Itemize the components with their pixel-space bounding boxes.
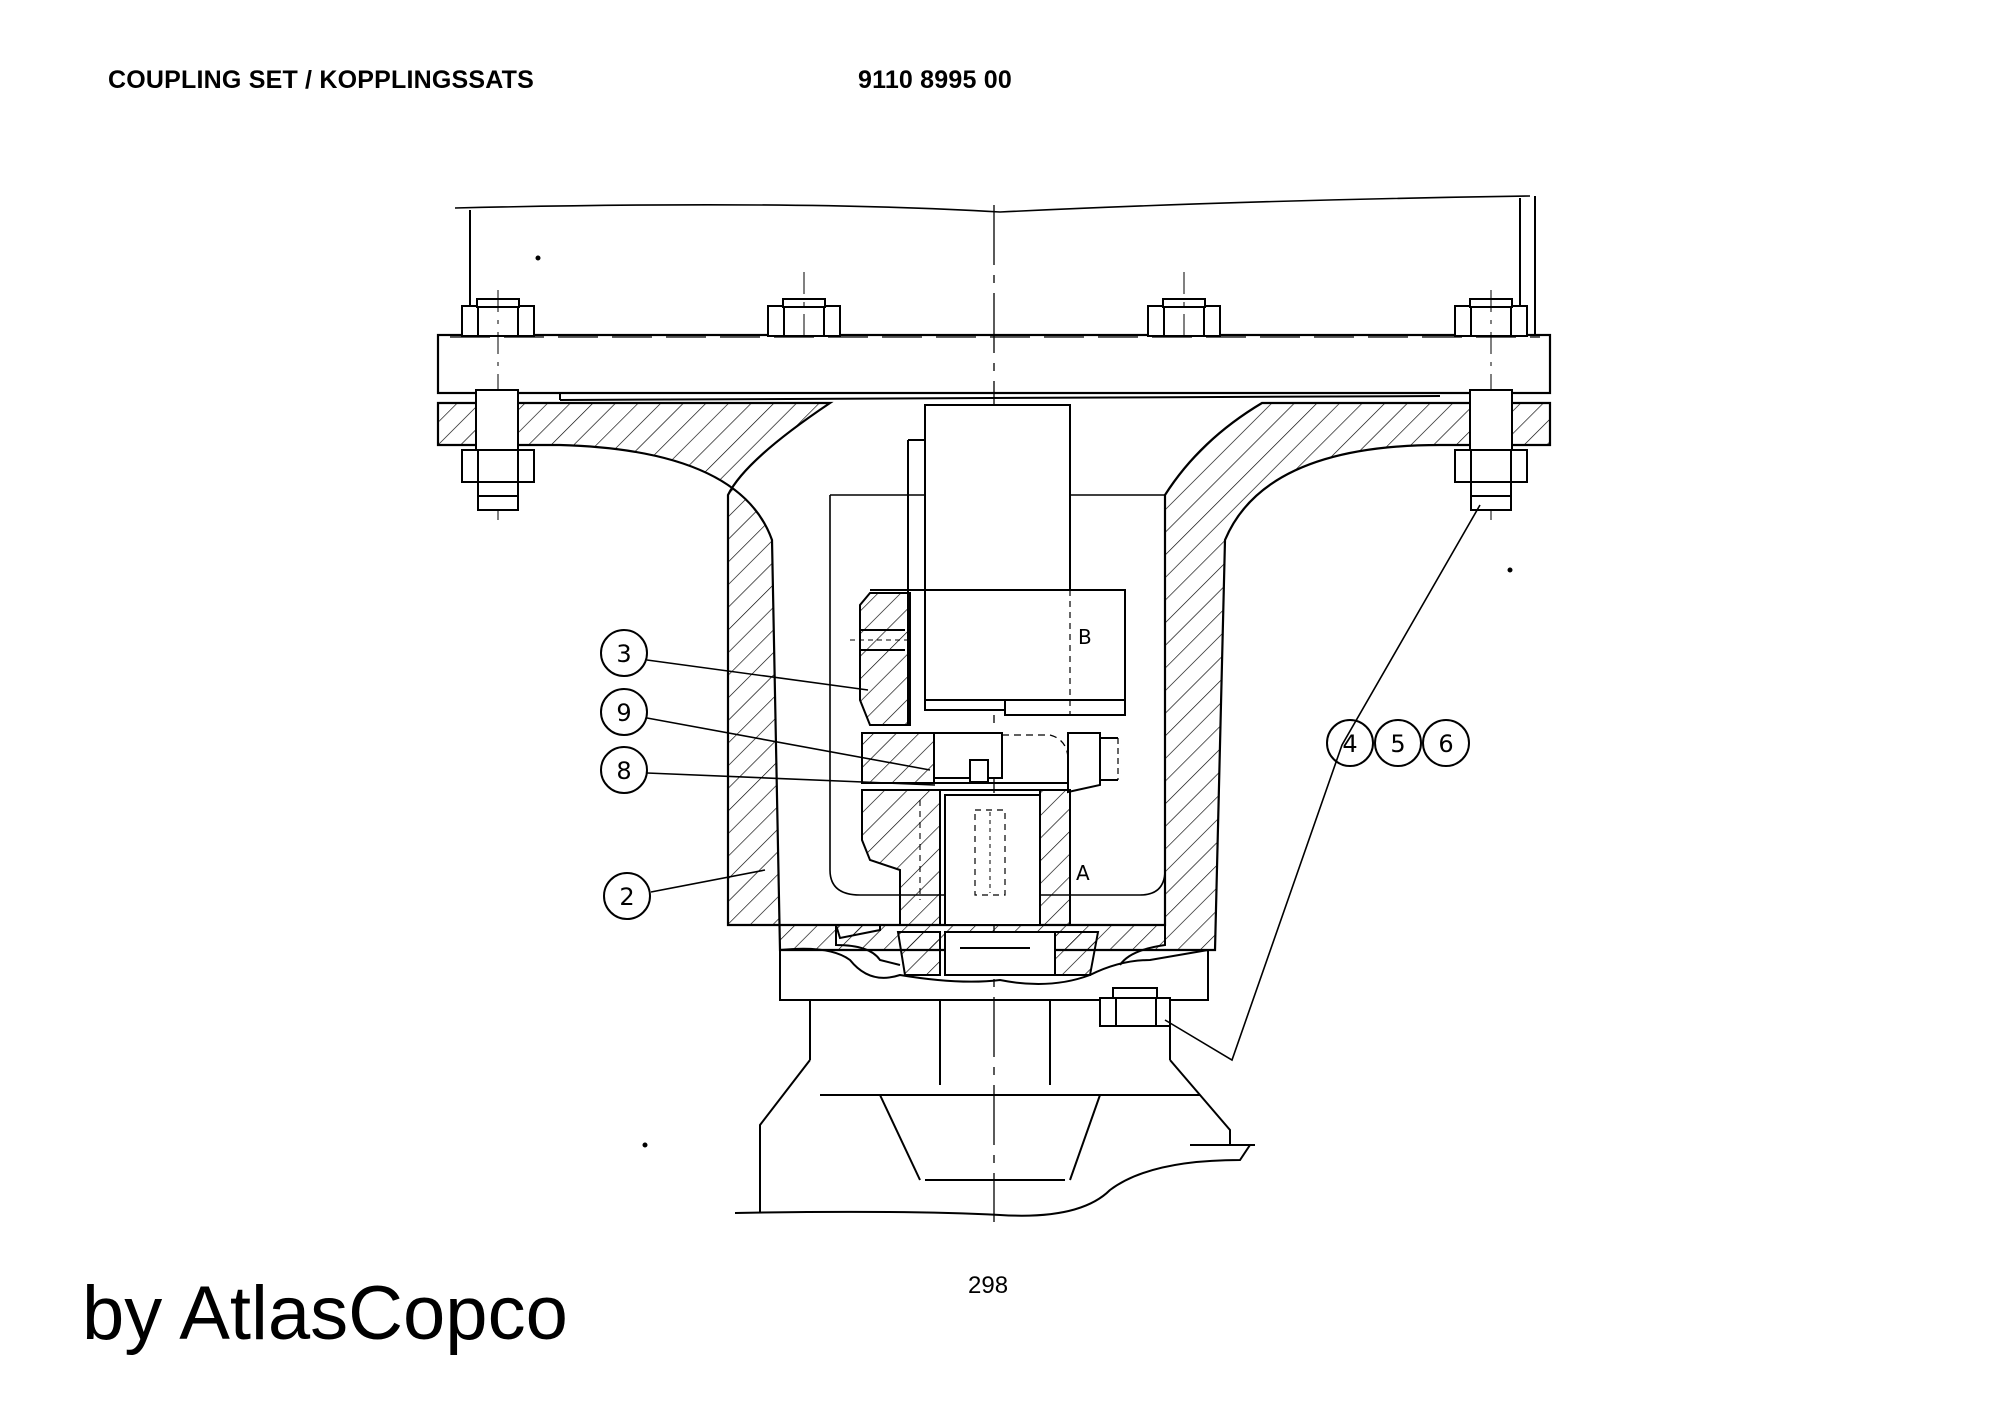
coupling-half-b — [870, 589, 1126, 716]
callout-circle-3 — [600, 629, 648, 677]
callout-circle-4 — [1326, 719, 1374, 767]
lower-bolt — [1099, 987, 1171, 1027]
callout-4: 4 — [1342, 730, 1357, 758]
callout-circle-5 — [1374, 719, 1422, 767]
coupling-half-a — [861, 789, 941, 926]
callout-6: 6 — [1438, 730, 1453, 758]
motor-adapter — [779, 950, 1209, 1001]
label-b: B — [1078, 625, 1092, 649]
callout-2: 2 — [619, 883, 634, 911]
callout-3: 3 — [616, 640, 631, 668]
lower-bolt-left — [461, 389, 535, 511]
callout-circle-6 — [1422, 719, 1470, 767]
brand-text: by AtlasCopco — [82, 1271, 568, 1356]
page-title: COUPLING SET / KOPPLINGSSATS — [108, 66, 535, 94]
callout-circle-9 — [600, 688, 648, 736]
lower-bolt-right — [1454, 389, 1528, 511]
upper-housing — [454, 195, 1531, 213]
callout-circle-8 — [600, 746, 648, 794]
callout-9: 9 — [616, 699, 631, 727]
label-a: A — [1076, 861, 1090, 885]
callout-8: 8 — [616, 757, 631, 785]
callout-5: 5 — [1390, 730, 1405, 758]
callout-circle-2 — [603, 872, 651, 920]
part-number: 9110 8995 00 — [858, 66, 1012, 94]
page-number: 298 — [968, 1272, 1009, 1299]
adapter-housing — [436, 401, 1552, 952]
